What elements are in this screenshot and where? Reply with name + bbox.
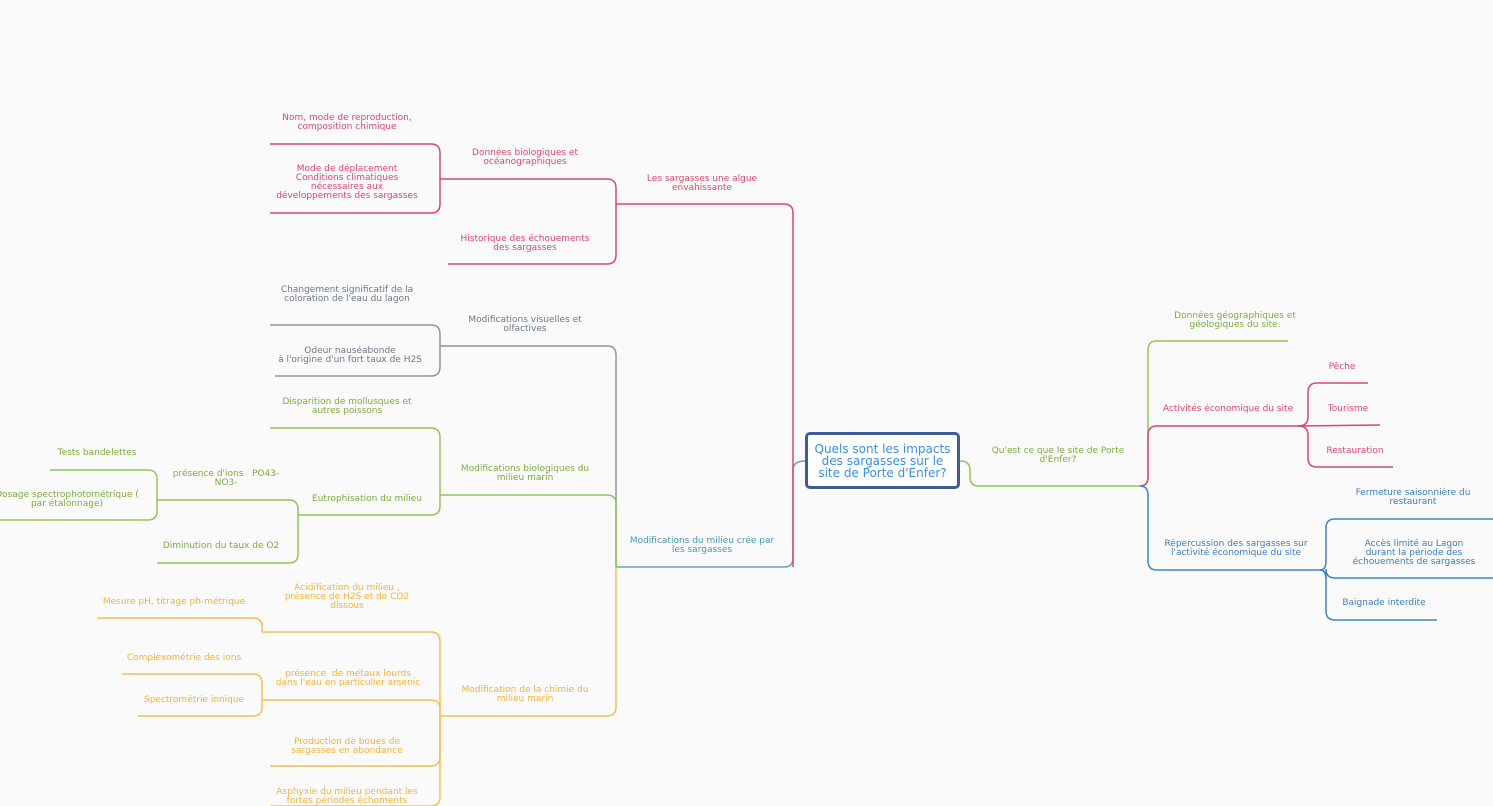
topic-changement-coloration[interactable]: Changement significatif de la coloration…	[280, 285, 414, 304]
topic-restauration[interactable]: Restauration	[1326, 446, 1384, 456]
topic-historique-echouements[interactable]: Historique des échouements des sargasses	[460, 234, 590, 253]
connector-line	[959, 460, 1140, 487]
topic-complexometrie[interactable]: Complexométrie des ions	[126, 653, 242, 663]
topic-donnees-biologiques[interactable]: Données biologiques et océanographiques	[472, 148, 578, 167]
connector-line	[440, 566, 617, 717]
topic-production-boues[interactable]: Production de boues de sargasses en abon…	[291, 737, 403, 756]
connector-line	[275, 346, 441, 377]
connector-line	[440, 345, 617, 568]
topic-eutrophisation[interactable]: Eutrophisation du milieu	[312, 494, 422, 504]
connector-line	[1139, 425, 1298, 487]
connector-line	[1297, 424, 1381, 427]
topic-mode-deplacement[interactable]: Mode de déplacement Conditions climatiqu…	[276, 164, 418, 201]
topic-acces-limite[interactable]: Accès limité au Lagon durant la période …	[1352, 539, 1476, 567]
topic-tests-bandelettes[interactable]: Tests bandelettes	[57, 448, 137, 458]
topic-modifications-biologiques[interactable]: Modifications biologiques du milieu mari…	[460, 464, 590, 483]
connector-line	[270, 143, 441, 179]
connector-line	[270, 427, 441, 495]
topic-spectrometrie[interactable]: Spectrométrie ionique	[143, 695, 245, 705]
topic-mesure-ph[interactable]: Mesure pH, titrage ph-métrique	[102, 597, 246, 607]
connector-line	[0, 500, 158, 521]
connector-line	[1319, 568, 1493, 580]
connector-line	[298, 495, 441, 516]
connector-line	[122, 673, 263, 700]
topic-dosage-spectrophotometrique[interactable]: Dosage spectrophotométrique ( par étalon…	[0, 490, 139, 509]
topic-modifications-visuelles[interactable]: Modifications visuelles et olfactives	[468, 315, 582, 334]
topic-modifications-milieu[interactable]: Modifications du milieu crée par les sar…	[629, 536, 775, 555]
topic-diminution-o2[interactable]: Diminution du taux de O2	[162, 541, 280, 551]
topic-disparition-mollusques[interactable]: Disparition de mollusques et autres pois…	[282, 397, 412, 416]
root-topic[interactable]: Quels sont les impacts des sargasses sur…	[805, 432, 960, 489]
topic-nom-reproduction[interactable]: Nom, mode de reproduction, composition c…	[282, 113, 412, 132]
topic-odeur-nauseabonde[interactable]: Odeur nauséabonde à l'origine d'un fort …	[278, 346, 422, 365]
topic-presence-ions[interactable]: présence d'ions PO43- NO3-	[172, 469, 280, 488]
topic-donnees-geographiques[interactable]: Données géographiques et géologiques du …	[1174, 311, 1296, 330]
connector-line	[262, 699, 441, 716]
topic-repercussion[interactable]: Répercussion des sargasses sur l'activit…	[1164, 539, 1308, 558]
topic-peche[interactable]: Pêche	[1328, 362, 1356, 372]
topic-site-porte-enfer[interactable]: Qu'est ce que le site de Porte d'Enfer?	[991, 446, 1125, 465]
topic-metaux-lourds[interactable]: présence de métaux lourds dans l'eau en …	[275, 669, 421, 688]
connector-line	[97, 617, 263, 632]
connector-line	[138, 700, 263, 717]
connector-line	[440, 178, 617, 205]
connector-line	[1297, 425, 1393, 468]
topic-sargasses-algue[interactable]: Les sargasses une algue envahissante	[646, 174, 758, 193]
connector-line	[1319, 569, 1437, 621]
connector-line	[157, 514, 299, 564]
topic-baignade-interdite[interactable]: Baignade interdite	[1342, 598, 1426, 608]
connector-line	[1297, 382, 1368, 427]
connector-line	[270, 324, 441, 346]
connector-line	[1319, 518, 1493, 571]
topic-asphyxie[interactable]: Asphyxie du milieu pendant les fortes pé…	[276, 787, 418, 806]
connector-line	[270, 179, 441, 214]
topic-tourisme[interactable]: Tourisme	[1327, 404, 1369, 414]
topic-fermeture-saisonniere[interactable]: Fermeture saisonnière du restaurant	[1355, 488, 1471, 507]
connector-line	[616, 203, 794, 567]
connector-line	[1139, 485, 1320, 571]
root-topic-label: Quels sont les impacts des sargasses sur…	[814, 441, 951, 480]
topic-modification-chimie[interactable]: Modification de la chimie du milieu mari…	[461, 685, 589, 704]
topic-activites-economiques[interactable]: Activités économique du site	[1162, 404, 1294, 414]
connector-line	[440, 494, 617, 568]
connector-line	[157, 499, 299, 516]
connector-line	[448, 203, 617, 265]
connector-line	[50, 469, 158, 500]
topic-acidification[interactable]: Acidification du milieu , présence de H2…	[284, 583, 410, 611]
